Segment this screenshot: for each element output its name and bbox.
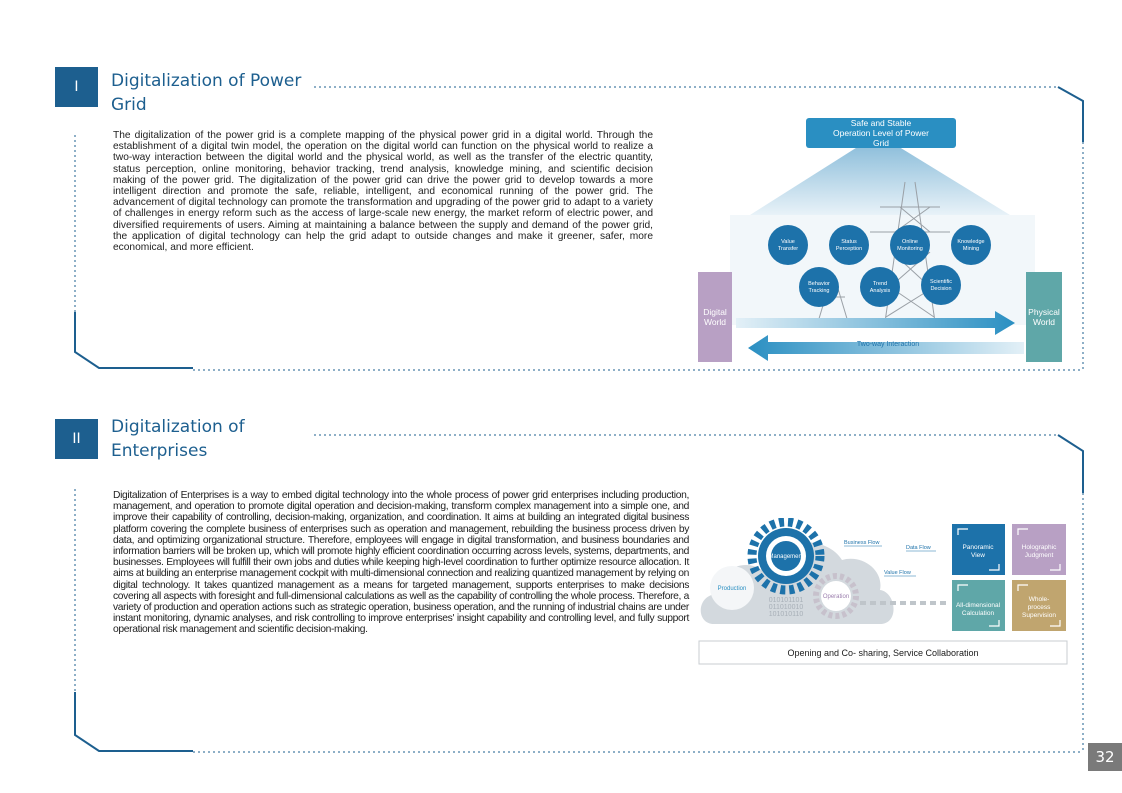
two-way-interaction-label: Two-way Interaction bbox=[857, 341, 919, 348]
svg-text:View: View bbox=[971, 552, 985, 559]
data-flow-label: Data Flow bbox=[906, 545, 931, 551]
svg-text:Perception: Perception bbox=[836, 246, 862, 252]
frame-corner-bl-1 bbox=[74, 312, 193, 369]
section-title-1-line1: Digitalization of Power bbox=[111, 71, 302, 91]
circle-value-transfer: Value Transfer bbox=[768, 225, 808, 265]
section-title-1-line2: Grid bbox=[111, 95, 147, 115]
svg-text:Calculation: Calculation bbox=[962, 610, 995, 617]
digital-world-line2: World bbox=[704, 317, 726, 327]
physical-world-box bbox=[1026, 272, 1062, 362]
tile-all-dimensional-calculation: All-dimensional Calculation bbox=[952, 580, 1005, 631]
binary-line3: 101010110 bbox=[769, 611, 804, 618]
digital-world-box bbox=[698, 272, 732, 362]
section-title-2-line2: Enterprises bbox=[111, 441, 208, 461]
svg-text:Management: Management bbox=[768, 554, 803, 560]
section-number-2: II bbox=[55, 419, 98, 459]
circle-behavior-tracking: Behavior Tracking bbox=[799, 267, 839, 307]
frame-corner-bl-2 bbox=[74, 692, 193, 752]
svg-text:Behavior: Behavior bbox=[808, 281, 830, 287]
svg-text:Tracking: Tracking bbox=[809, 288, 830, 294]
svg-text:Scientific: Scientific bbox=[930, 279, 952, 285]
circle-knowledge-mining: Knowledge Mining bbox=[951, 225, 991, 265]
physical-world-line2: World bbox=[1033, 317, 1055, 327]
physical-world-line1: Physical bbox=[1028, 307, 1060, 317]
top-label-line3: Grid bbox=[873, 138, 889, 148]
svg-text:Holographic: Holographic bbox=[1022, 544, 1057, 551]
svg-text:Trend: Trend bbox=[873, 281, 887, 287]
svg-text:Monitoring: Monitoring bbox=[897, 246, 923, 252]
svg-text:Decision: Decision bbox=[930, 286, 951, 292]
section-number-1: I bbox=[55, 67, 98, 107]
circle-status-perception: Status Perception bbox=[829, 225, 869, 265]
section-body-1: The digitalization of the power grid is … bbox=[113, 130, 653, 254]
production-gear-icon: Production bbox=[710, 566, 754, 610]
frame-corner-tr-1 bbox=[1057, 86, 1084, 142]
svg-text:Status: Status bbox=[841, 239, 857, 245]
binary-line1: 010101101 bbox=[769, 597, 804, 604]
frame-corner-tr-2 bbox=[1057, 434, 1084, 493]
circle-online-monitoring: Online Monitoring bbox=[890, 225, 930, 265]
power-grid-diagram: Safe and Stable Operation Level of Power… bbox=[698, 118, 1062, 362]
svg-text:Online: Online bbox=[902, 239, 918, 245]
svg-text:process: process bbox=[1028, 604, 1052, 611]
top-label-line2: Operation Level of Power bbox=[833, 128, 929, 138]
svg-text:Judgment: Judgment bbox=[1025, 552, 1054, 559]
section-title-1: Digitalization of Power Grid bbox=[111, 69, 301, 117]
binary-line2: 011010010 bbox=[769, 604, 804, 611]
svg-text:Value: Value bbox=[781, 239, 795, 245]
section-title-2: Digitalization of Enterprises bbox=[111, 415, 245, 463]
svg-text:Operation: Operation bbox=[823, 594, 849, 600]
bottom-label: Opening and Co- sharing, Service Collabo… bbox=[787, 648, 978, 658]
top-label-line1: Safe and Stable bbox=[851, 118, 912, 128]
tile-holographic-judgment: Holographic Judgment bbox=[1012, 524, 1066, 575]
svg-text:Supervision: Supervision bbox=[1022, 612, 1056, 619]
enterprise-diagram: Production Management Operation 01010110… bbox=[698, 518, 1068, 665]
svg-text:Analysis: Analysis bbox=[870, 288, 891, 294]
business-flow-label: Business Flow bbox=[844, 540, 879, 546]
top-label-box bbox=[806, 118, 956, 148]
roof-shape bbox=[750, 134, 1010, 215]
operation-gear-icon: Operation bbox=[813, 573, 859, 619]
tile-panoramic-view: Panoramic View bbox=[952, 524, 1005, 575]
bottom-label-box bbox=[698, 640, 1068, 665]
svg-text:Mining: Mining bbox=[963, 246, 979, 252]
digital-world-line1: Digital bbox=[703, 307, 727, 317]
svg-text:Panoramic: Panoramic bbox=[962, 544, 994, 551]
tile-whole-process-supervision: Whole- process Supervision bbox=[1012, 580, 1066, 631]
svg-text:Transfer: Transfer bbox=[778, 246, 798, 252]
svg-text:All-dimensional: All-dimensional bbox=[956, 602, 1001, 609]
section-body-2: Digitalization of Enterprises is a way t… bbox=[113, 490, 689, 636]
svg-text:Knowledge: Knowledge bbox=[957, 239, 984, 245]
arrow-to-digital bbox=[748, 335, 1024, 361]
svg-text:Production: Production bbox=[718, 586, 747, 592]
arrow-to-physical bbox=[736, 311, 1015, 335]
circle-scientific-decision: Scientific Decision bbox=[921, 265, 961, 305]
svg-text:Whole-: Whole- bbox=[1029, 596, 1050, 603]
management-gear-icon: Management bbox=[747, 518, 825, 595]
circle-trend-analysis: Trend Analysis bbox=[860, 267, 900, 307]
section-title-2-line1: Digitalization of bbox=[111, 417, 245, 437]
page-number: 32 bbox=[1088, 743, 1122, 771]
value-flow-label: Value Flow bbox=[884, 570, 911, 576]
